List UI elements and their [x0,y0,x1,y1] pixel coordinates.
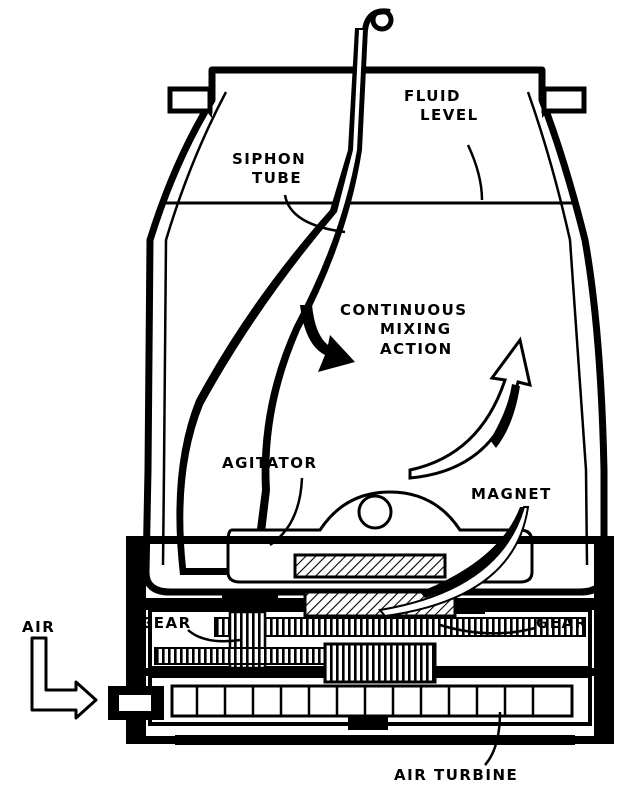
label-mixing-line1: CONTINUOUS [340,301,468,319]
label-fluid-level-line1: FLUID [404,87,461,105]
lower-gear-strip [154,647,331,665]
label-magnet: MAGNET [471,485,552,503]
mixing-arrow-right [408,336,532,480]
leader-gear-right [439,623,536,635]
label-air: AIR [22,618,55,636]
gear-train [154,610,586,684]
label-mixing-line2: MIXING [380,320,452,338]
air-flow-arrow [30,636,98,720]
upper-gear-strip [214,617,586,637]
label-gear-left: GEAR [140,614,192,632]
siphon-tube-bore [183,30,363,568]
mixing-arrow-left [300,305,355,372]
jar-inner-wall-right [526,91,589,566]
right-knob [541,82,587,118]
label-gear-right: GEAR [536,614,588,632]
left-knob [167,82,213,118]
label-siphon-tube-line1: SIPHON [232,150,306,168]
jar-inner-wall-left [161,91,228,566]
leader-air-turbine [484,711,502,766]
leader-fluid-level [466,144,484,201]
agitator-magnet-hatched [293,553,447,579]
label-agitator: AGITATOR [222,454,318,472]
agitator-hole [357,494,393,530]
label-siphon-tube-line2: TUBE [252,169,302,187]
leader-magnet-a [420,507,524,598]
label-mixing-line3: ACTION [380,340,453,358]
leader-magnet-b [378,506,530,618]
leader-gear-left [187,629,241,643]
main-gear [323,642,437,684]
label-fluid-level-line2: LEVEL [420,106,479,124]
leader-siphon-tube [283,194,346,234]
leader-agitator [269,477,304,547]
air-inlet [30,636,164,720]
air-turbine [170,684,574,730]
label-air-turbine: AIR TURBINE [394,766,518,784]
leader-lines [187,144,536,766]
base-foot [175,735,575,745]
